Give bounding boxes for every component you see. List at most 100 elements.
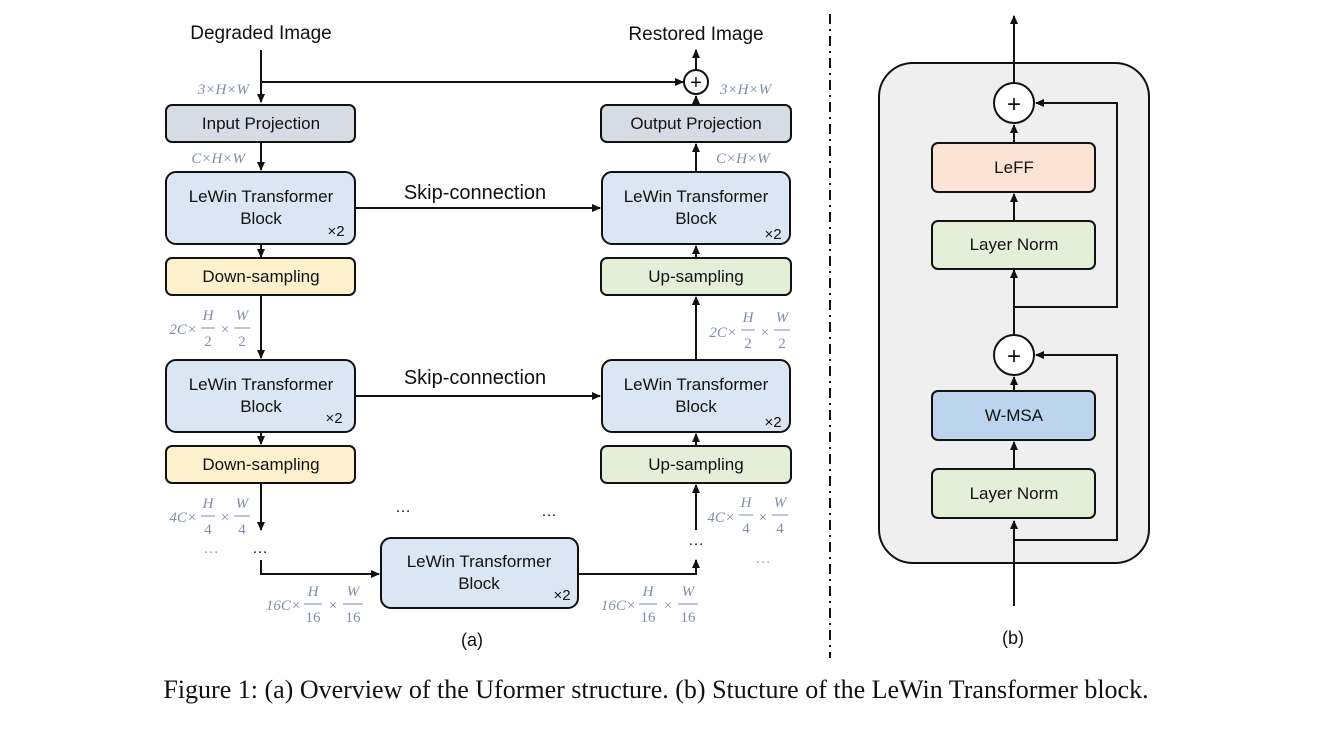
encoder-lewin-1-line1: LeWin Transformer [189, 187, 334, 206]
panel-b: + + LeFF Layer Norm W-MSA Layer Norm (b) [878, 15, 1150, 648]
encoder-lewin-1-times2: ×2 [327, 223, 344, 240]
panel-a-label: (a) [461, 630, 483, 650]
ellipsis-mid-right: … [541, 503, 557, 520]
down-sampling-label-1: Down-sampling [202, 267, 319, 286]
b-layer-norm-label-2: Layer Norm [970, 235, 1059, 254]
figure-caption: Figure 1: (a) Overview of the Uformer st… [163, 675, 1148, 704]
bottleneck-lewin-line1: LeWin Transformer [407, 552, 552, 571]
dim-16c-left-w-den: 16 [346, 610, 362, 626]
down-sampling-label-2: Down-sampling [202, 455, 319, 474]
ellipsis-right: … [688, 532, 704, 549]
b-layer-norm-box-1 [931, 468, 1096, 519]
dim-4c-left-times: × [221, 510, 229, 526]
degraded-image-label: Degraded Image [190, 23, 332, 44]
dim-4c-right-h: H [740, 495, 753, 511]
dim-2c-right-times: × [761, 325, 769, 341]
dim-4c-left: 4C× H 4 × W 4 [169, 496, 250, 538]
ellipsis-left-gray: … [203, 540, 219, 557]
dim-2c-left-h-den: 2 [204, 334, 212, 350]
dim-16c-left: 16C× H 16 × W 16 [266, 584, 363, 626]
dim-16c-left-h-den: 16 [306, 610, 322, 626]
up-sampling-label-1: Up-sampling [648, 267, 743, 286]
dim-chw-left: C×H×W [191, 151, 246, 167]
dim-4c-left-w-den: 4 [238, 522, 246, 538]
dim-2c-left: 2C× H 2 × W 2 [169, 308, 250, 350]
dim-chw-right: C×H×W [716, 151, 771, 167]
dim-3hw-right: 3×H×W [719, 82, 773, 98]
decoder-lewin-2-line1: LeWin Transformer [624, 375, 769, 394]
decoder-lewin-block-2 [601, 359, 791, 433]
dim-2c-left-w-den: 2 [238, 334, 246, 350]
dim-16c-right-w: W [682, 584, 696, 600]
dim-2c-right-w: W [776, 310, 790, 326]
dim-2c-left-h: H [202, 308, 215, 324]
dim-2c-left-prefix: 2C× [169, 322, 197, 338]
dim-16c-right-h: H [642, 584, 655, 600]
decoder-lewin-block-1 [601, 171, 791, 245]
b-wmsa-box [931, 390, 1096, 441]
dim-2c-right-h-den: 2 [744, 336, 752, 352]
restored-image-label: Restored Image [628, 24, 763, 45]
dim-16c-left-h: H [307, 584, 320, 600]
ellipsis-left: … [252, 540, 268, 557]
dim-3hw-left: 3×H×W [197, 82, 251, 98]
dim-2c-right: 2C× H 2 × W 2 [709, 310, 790, 352]
dim-2c-left-times: × [221, 322, 229, 338]
dim-16c-right: 16C× H 16 × W 16 [601, 584, 698, 626]
skip-connection-label-2: Skip-connection [404, 367, 546, 389]
b-residual-1 [1014, 351, 1118, 541]
b-add-plus-1: + [1007, 343, 1021, 370]
b-wmsa-label: W-MSA [985, 406, 1044, 425]
decoder-lewin-1-line2: Block [675, 209, 717, 228]
decoder-lewin-1-line1: LeWin Transformer [624, 187, 769, 206]
decoder-lewin-2-line2: Block [675, 397, 717, 416]
encoder-lewin-2-line2: Block [240, 397, 282, 416]
residual-add-plus: + [690, 72, 702, 94]
dim-4c-left-h-den: 4 [204, 522, 212, 538]
dim-4c-left-prefix: 4C× [169, 510, 197, 526]
decoder-lewin-1-times2: ×2 [764, 226, 781, 243]
ellipsis-mid-left: … [395, 499, 411, 516]
dim-4c-left-w: W [236, 496, 250, 512]
bottleneck-lewin-line2: Block [458, 574, 500, 593]
encoder-lewin-1-line2: Block [240, 209, 282, 228]
panel-b-label: (b) [1002, 628, 1024, 648]
dim-16c-left-times: × [329, 598, 337, 614]
bottleneck-lewin-times2: ×2 [553, 587, 570, 604]
b-layer-norm-label-1: Layer Norm [970, 484, 1059, 503]
dim-4c-right-h-den: 4 [742, 521, 750, 537]
dim-16c-right-w-den: 16 [681, 610, 697, 626]
b-residual-2 [1014, 99, 1118, 308]
panel-a: Degraded Image Restored Image + 3×H×W 3×… [165, 23, 792, 650]
dim-4c-right-w-den: 4 [776, 521, 784, 537]
b-layer-norm-box-2 [931, 220, 1096, 270]
skip-connection-label-1: Skip-connection [404, 182, 546, 204]
dim-4c-right-times: × [759, 510, 767, 526]
up-sampling-label-2: Up-sampling [648, 455, 743, 474]
dim-4c-left-h: H [202, 496, 215, 512]
dim-2c-right-w-den: 2 [778, 336, 786, 352]
bottleneck-out-arrow [579, 559, 700, 575]
b-leff-label: LeFF [994, 158, 1034, 177]
decoder-lewin-2-times2: ×2 [764, 414, 781, 431]
dim-16c-right-h-den: 16 [641, 610, 657, 626]
dim-4c-right-w: W [774, 495, 788, 511]
dim-4c-right-prefix: 4C× [707, 510, 735, 526]
output-projection-label: Output Projection [630, 114, 761, 133]
bottleneck-in-arrow [260, 560, 380, 578]
dim-2c-left-w: W [236, 308, 250, 324]
dim-2c-right-h: H [742, 310, 755, 326]
b-add-plus-2: + [1007, 91, 1021, 118]
dim-16c-right-times: × [664, 598, 672, 614]
dim-16c-left-prefix: 16C× [266, 598, 301, 614]
ellipsis-right-gray: … [755, 550, 771, 567]
input-projection-label: Input Projection [202, 114, 320, 133]
dim-2c-right-prefix: 2C× [709, 325, 737, 341]
dim-16c-right-prefix: 16C× [601, 598, 636, 614]
dim-4c-right: 4C× H 4 × W 4 [707, 495, 788, 537]
encoder-lewin-2-line1: LeWin Transformer [189, 375, 334, 394]
b-leff-box [931, 142, 1096, 193]
dim-16c-left-w: W [347, 584, 361, 600]
bottleneck-lewin-block [380, 537, 579, 609]
